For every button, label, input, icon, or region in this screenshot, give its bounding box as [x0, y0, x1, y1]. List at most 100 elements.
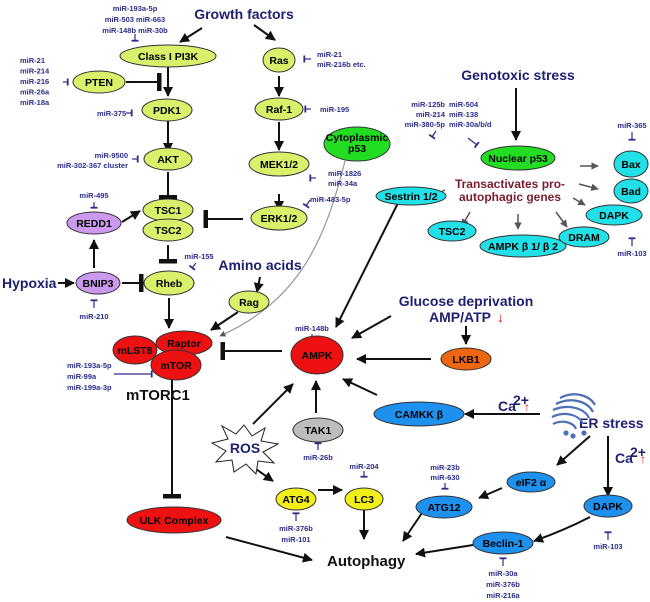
mirna-label: miR-34a [328, 179, 358, 188]
node-bnip3[interactable]: BNIP3 [75, 271, 121, 295]
svg-text:BNIP3: BNIP3 [83, 278, 114, 290]
mirna-label: miR-503 miR-663 [105, 15, 165, 24]
svg-text:Beclin-1: Beclin-1 [483, 538, 524, 550]
header-hypoxia: Hypoxia [2, 275, 57, 291]
node-pi3k[interactable]: Class I PI3K [119, 44, 217, 68]
svg-text:Sestrin 1/2: Sestrin 1/2 [384, 191, 437, 203]
mirna-label: miR-214 [20, 67, 50, 76]
mirna-group-dapk-p53: miR-103 [617, 249, 646, 258]
svg-text:LKB1: LKB1 [452, 354, 480, 366]
node-tak1[interactable]: TAK1 [292, 417, 344, 443]
edge-redd1-tsc [121, 210, 141, 223]
node-ros[interactable]: ROS [210, 424, 280, 476]
svg-text:↑: ↑ [524, 400, 530, 414]
svg-text:TAK1: TAK1 [305, 425, 332, 437]
svg-text:DAPK: DAPK [599, 210, 629, 222]
mirna-group-erk: miR-483-5p [310, 195, 351, 204]
svg-text:TSC2: TSC2 [439, 226, 466, 238]
node-rheb[interactable]: Rheb [143, 270, 195, 296]
node-ulk[interactable]: ULK Complex [126, 506, 222, 534]
svg-text:MEK1/2: MEK1/2 [260, 159, 298, 171]
amp-atp-down-arrow: ↓ [497, 309, 504, 325]
mirna-label: miR-21 [20, 56, 45, 65]
mirna-label: miR-380-5p [405, 120, 446, 129]
node-beclin[interactable]: Beclin-1 [472, 531, 534, 555]
mirna-group-dapk-er: miR-103 [593, 542, 622, 551]
header-er-stress: ER stress [579, 415, 644, 431]
mtorc1-label: mTORC1 [126, 387, 190, 404]
mirna-group-pdk1: miR-375 [97, 109, 126, 118]
mirna-label: miR-125b [411, 100, 445, 109]
node-redd1[interactable]: REDD1 [66, 211, 122, 235]
header-genotoxic-stress: Genotoxic stress [461, 67, 575, 83]
mirna-label: miR-23b [430, 463, 460, 472]
node-ras[interactable]: Ras [262, 47, 296, 73]
node-pten[interactable]: PTEN [72, 70, 126, 94]
mirna-label: miR-195 [320, 105, 349, 114]
svg-text:ULK Complex: ULK Complex [140, 515, 209, 527]
node-camkk[interactable]: CAMKK β [373, 401, 465, 427]
starburst-icon [210, 424, 280, 476]
node-lc3[interactable]: LC3 [344, 487, 384, 511]
edge-er-eif2 [556, 435, 591, 466]
node-atg12[interactable]: ATG12 [415, 495, 473, 519]
mirna-label: miR-483-5p [310, 195, 351, 204]
node-atg4[interactable]: ATG4 [275, 487, 317, 511]
node-tsc2-target[interactable]: TSC2 [427, 220, 477, 242]
mirna-label: miR-216a [486, 591, 520, 600]
edge-gf-ras [253, 24, 276, 41]
svg-text:Class I PI3K: Class I PI3K [138, 51, 199, 63]
node-pdk1[interactable]: PDK1 [141, 98, 193, 122]
mirna-label: miR-138 [449, 110, 478, 119]
node-tsc1[interactable]: TSC1 [142, 198, 194, 222]
node-rag[interactable]: Rag [228, 290, 270, 314]
svg-text:AKT: AKT [157, 154, 179, 166]
node-bax[interactable]: Bax [613, 150, 649, 178]
node-ampk-beta[interactable]: AMPK β 1/ β 2 [479, 234, 567, 258]
node-eif2[interactable]: eIF2 α [506, 471, 556, 493]
mirna-label: miR-495 [79, 191, 108, 200]
node-lkb1[interactable]: LKB1 [440, 347, 492, 371]
node-mtor[interactable]: mTOR [150, 349, 202, 381]
node-ampk[interactable]: AMPK [290, 335, 344, 375]
svg-text:Cytoplasmic: Cytoplasmic [326, 132, 389, 144]
mirna-label: miR-101 [281, 535, 310, 544]
edge-atg12-autophagy [402, 509, 425, 542]
svg-text:Ca: Ca [615, 450, 633, 466]
ros-label: ROS [230, 440, 260, 456]
edge-ros-ampk [252, 383, 294, 425]
node-dram[interactable]: DRAM [558, 226, 610, 248]
node-mlst8[interactable]: mLST8 [112, 335, 158, 365]
svg-text:ATG4: ATG4 [282, 494, 309, 506]
header-growth-factors: Growth factors [194, 6, 294, 22]
node-raptor[interactable]: Raptor [155, 330, 213, 356]
svg-text:ATG12: ATG12 [427, 502, 460, 514]
node-bad[interactable]: Bad [613, 178, 649, 204]
node-akt[interactable]: AKT [143, 147, 193, 171]
mirna-label: miR-21 [317, 50, 342, 59]
node-erk[interactable]: ERK1/2 [250, 205, 308, 231]
edge-cytop53-mtorc1 [219, 160, 346, 337]
node-mek[interactable]: MEK1/2 [248, 151, 310, 177]
node-tsc2[interactable]: TSC2 [142, 218, 194, 242]
transactivates-label-2: autophagic genes [459, 190, 561, 204]
svg-text:PDK1: PDK1 [153, 105, 181, 117]
svg-text:2+: 2+ [630, 444, 646, 460]
node-dapk-er[interactable]: DAPK [583, 494, 633, 518]
mir-edge-erk [302, 199, 311, 209]
mirna-label: miR-302-367 cluster [57, 161, 128, 170]
mirna-group-ampk: miR-148b [295, 324, 329, 333]
node-sestrin[interactable]: Sestrin 1/2 [375, 186, 447, 206]
mirna-label: miR-216b etc. [317, 60, 366, 69]
node-dapk-p53[interactable]: DAPK [585, 204, 643, 226]
mirna-label: miR-375 [97, 109, 126, 118]
ca-label-dapk: Ca 2+ ↑ [615, 444, 646, 466]
svg-text:Nuclear p53: Nuclear p53 [488, 153, 548, 165]
svg-text:Ca: Ca [498, 398, 516, 414]
edge-trans-dapk [572, 197, 586, 206]
node-nuclear-p53[interactable]: Nuclear p53 [480, 145, 556, 171]
svg-text:Bad: Bad [621, 186, 641, 198]
node-raf1[interactable]: Raf-1 [254, 97, 304, 121]
